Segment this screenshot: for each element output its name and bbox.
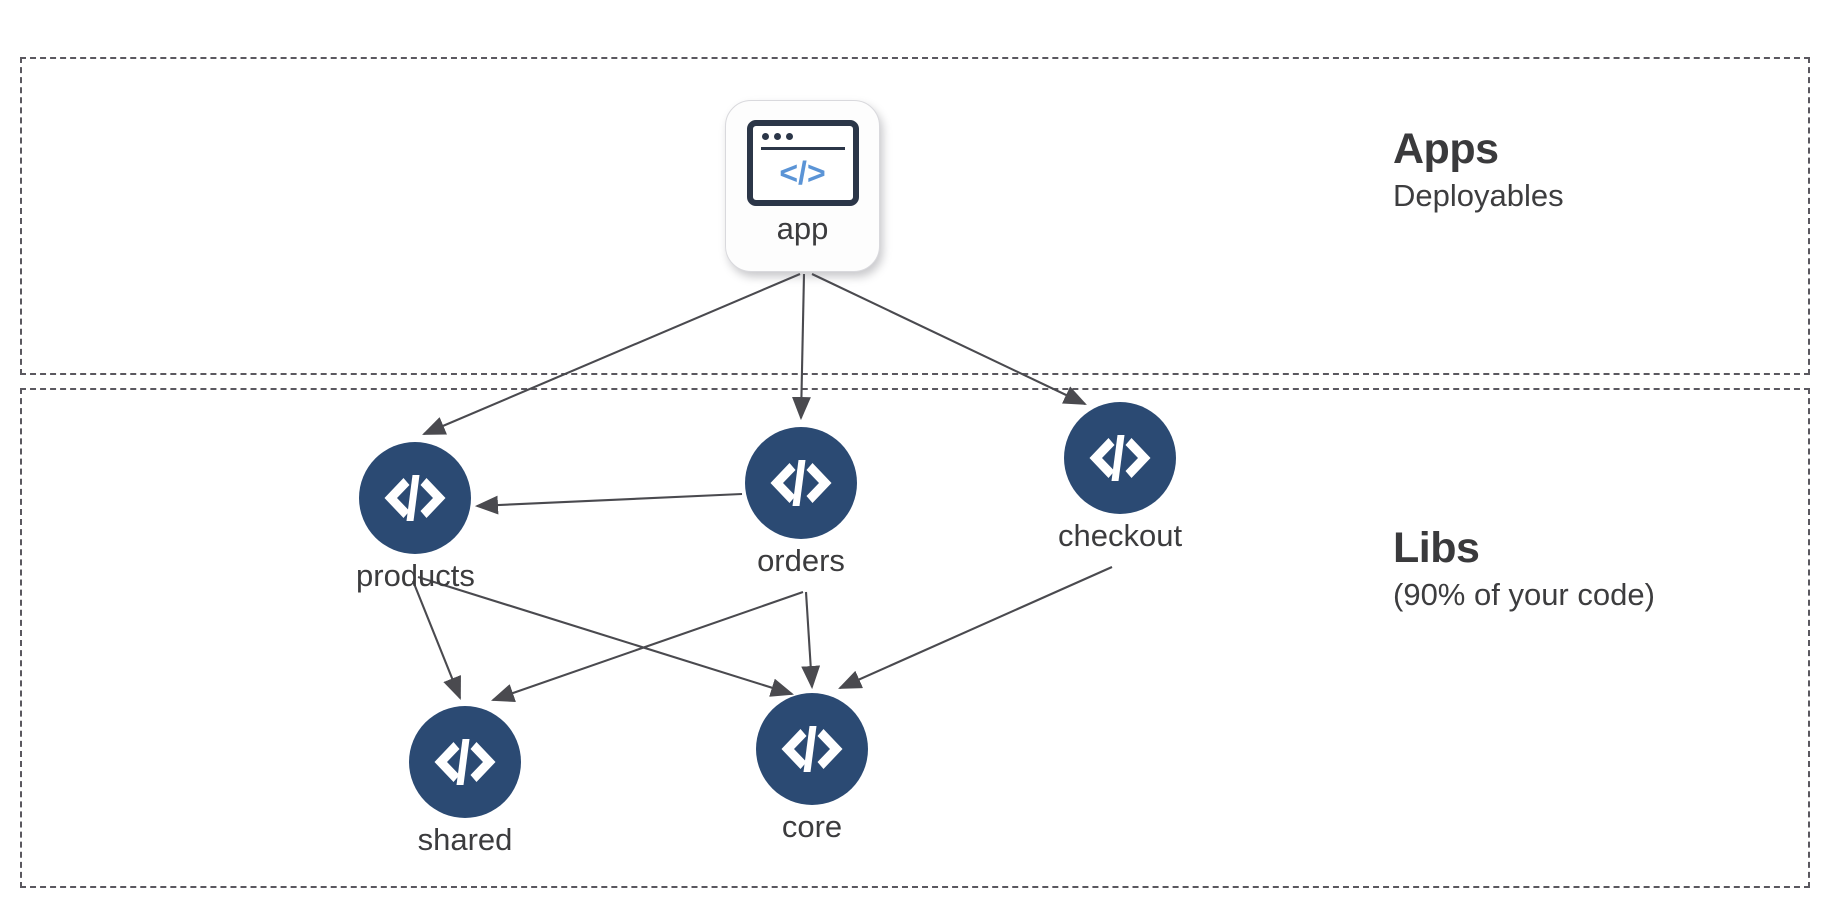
code-brackets-icon — [409, 706, 521, 818]
node-shared-label: shared — [417, 822, 513, 857]
zone-apps-subtitle: Deployables — [1393, 178, 1564, 213]
node-orders[interactable]: orders — [745, 427, 857, 576]
zone-libs — [20, 388, 1810, 888]
node-orders-label: orders — [757, 543, 845, 578]
browser-code-window-icon: </> — [746, 120, 859, 206]
code-brackets-icon — [756, 693, 868, 805]
zone-libs-subtitle: (90% of your code) — [1393, 577, 1655, 612]
node-checkout[interactable]: checkout — [1058, 402, 1182, 551]
code-brackets-glyph: </> — [779, 155, 826, 191]
zone-apps — [20, 57, 1810, 375]
node-core-label: core — [781, 809, 843, 844]
node-checkout-label: checkout — [1058, 518, 1183, 553]
zone-legend-libs: Libs (90% of your code) — [1393, 527, 1655, 615]
node-app[interactable]: </> app — [725, 100, 880, 272]
code-brackets-icon — [359, 442, 472, 554]
node-core[interactable]: core — [756, 693, 868, 842]
node-shared[interactable]: shared — [409, 706, 521, 855]
node-products[interactable]: products — [356, 442, 475, 591]
code-brackets-icon — [745, 427, 857, 539]
window-dots-icon — [761, 133, 793, 140]
window-divider — [760, 147, 845, 150]
zone-libs-title: Libs — [1393, 524, 1480, 572]
code-brackets-icon — [1064, 402, 1177, 514]
zone-apps-title: Apps — [1393, 125, 1499, 173]
node-app-label: app — [776, 211, 829, 246]
node-products-label: products — [356, 558, 475, 593]
zone-legend-apps: Apps Deployables — [1393, 128, 1564, 216]
